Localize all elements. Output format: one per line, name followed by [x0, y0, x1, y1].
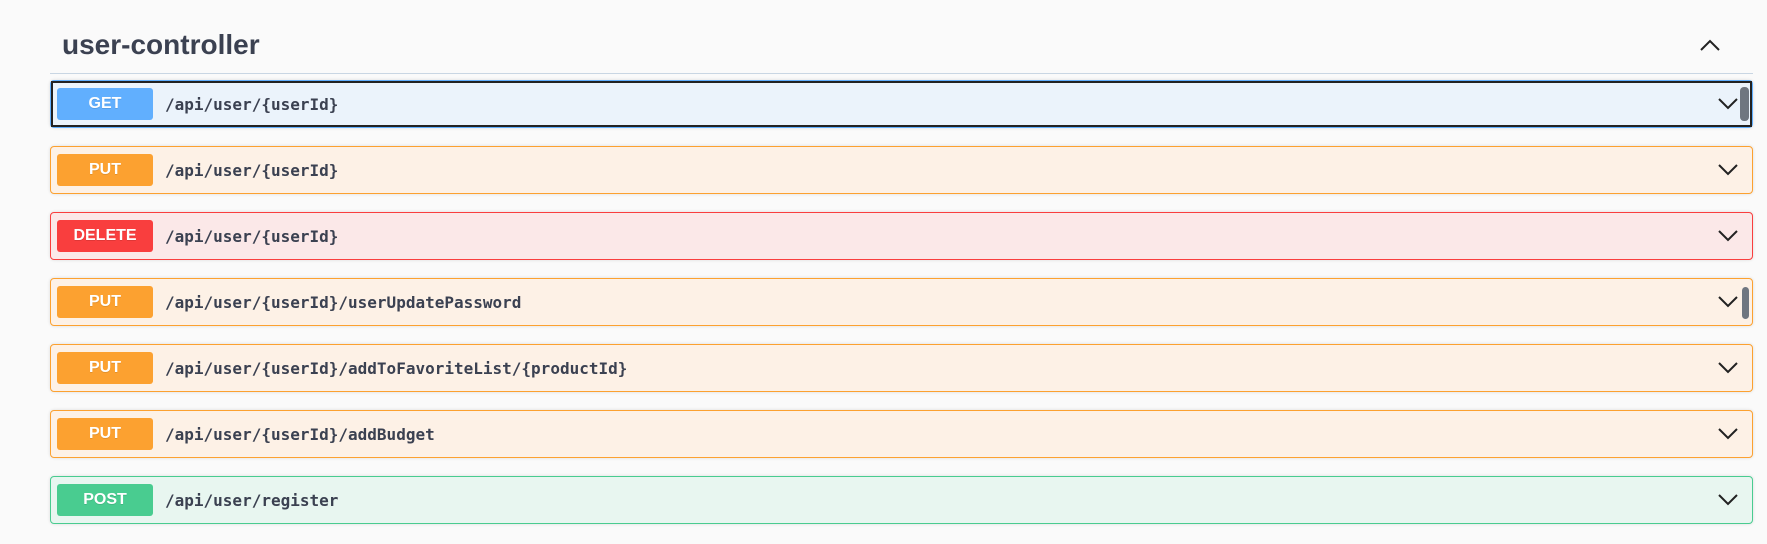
chevron-down-icon[interactable]: [1714, 156, 1742, 184]
chevron-down-icon[interactable]: [1714, 420, 1742, 448]
chevron-down-icon[interactable]: [1714, 222, 1742, 250]
chevron-down-icon[interactable]: [1714, 288, 1742, 316]
chevron-down-icon[interactable]: [1714, 354, 1742, 382]
method-badge-delete: DELETE: [57, 220, 153, 252]
operation-put-add-budget[interactable]: PUT /api/user/{userId}/addBudget: [50, 410, 1753, 458]
operation-delete-user[interactable]: DELETE /api/user/{userId}: [50, 212, 1753, 260]
operation-summary[interactable]: GET /api/user/{userId}: [51, 81, 1752, 127]
method-badge-put: PUT: [57, 286, 153, 318]
method-badge-put: PUT: [57, 418, 153, 450]
operation-path: /api/user/{userId}/userUpdatePassword: [165, 292, 522, 312]
method-badge-put: PUT: [57, 352, 153, 384]
operation-post-register[interactable]: POST /api/user/register: [50, 476, 1753, 524]
operation-summary[interactable]: PUT /api/user/{userId}/userUpdatePasswor…: [51, 279, 1752, 325]
operation-path: /api/user/{userId}/addToFavoriteList/{pr…: [165, 358, 628, 378]
chevron-down-icon[interactable]: [1714, 486, 1742, 514]
operation-path: /api/user/{userId}: [165, 160, 339, 180]
tag-header-user-controller[interactable]: user-controller: [50, 16, 1753, 74]
tag-title: user-controller: [62, 28, 260, 60]
operation-summary[interactable]: PUT /api/user/{userId}/addBudget: [51, 411, 1752, 457]
operation-put-update-password[interactable]: PUT /api/user/{userId}/userUpdatePasswor…: [50, 278, 1753, 326]
operation-path: /api/user/{userId}/addBudget: [165, 424, 435, 444]
operation-put-user[interactable]: PUT /api/user/{userId}: [50, 146, 1753, 194]
chevron-down-icon[interactable]: [1714, 90, 1742, 118]
operations-list: GET /api/user/{userId} PUT /api/user/{us…: [50, 80, 1753, 542]
operation-summary[interactable]: POST /api/user/register: [51, 477, 1752, 523]
method-badge-post: POST: [57, 484, 153, 516]
chevron-up-icon[interactable]: [1695, 30, 1725, 60]
operation-path: /api/user/register: [165, 490, 339, 510]
side-handle[interactable]: [1740, 87, 1749, 121]
method-badge-put: PUT: [57, 154, 153, 186]
operation-summary[interactable]: PUT /api/user/{userId}/addToFavoriteList…: [51, 345, 1752, 391]
operation-path: /api/user/{userId}: [165, 94, 339, 114]
side-handle[interactable]: [1742, 287, 1749, 319]
operation-get-user[interactable]: GET /api/user/{userId}: [50, 80, 1753, 128]
operation-summary[interactable]: DELETE /api/user/{userId}: [51, 213, 1752, 259]
operation-path: /api/user/{userId}: [165, 226, 339, 246]
method-badge-get: GET: [57, 88, 153, 120]
operation-summary[interactable]: PUT /api/user/{userId}: [51, 147, 1752, 193]
operation-put-add-favorite[interactable]: PUT /api/user/{userId}/addToFavoriteList…: [50, 344, 1753, 392]
